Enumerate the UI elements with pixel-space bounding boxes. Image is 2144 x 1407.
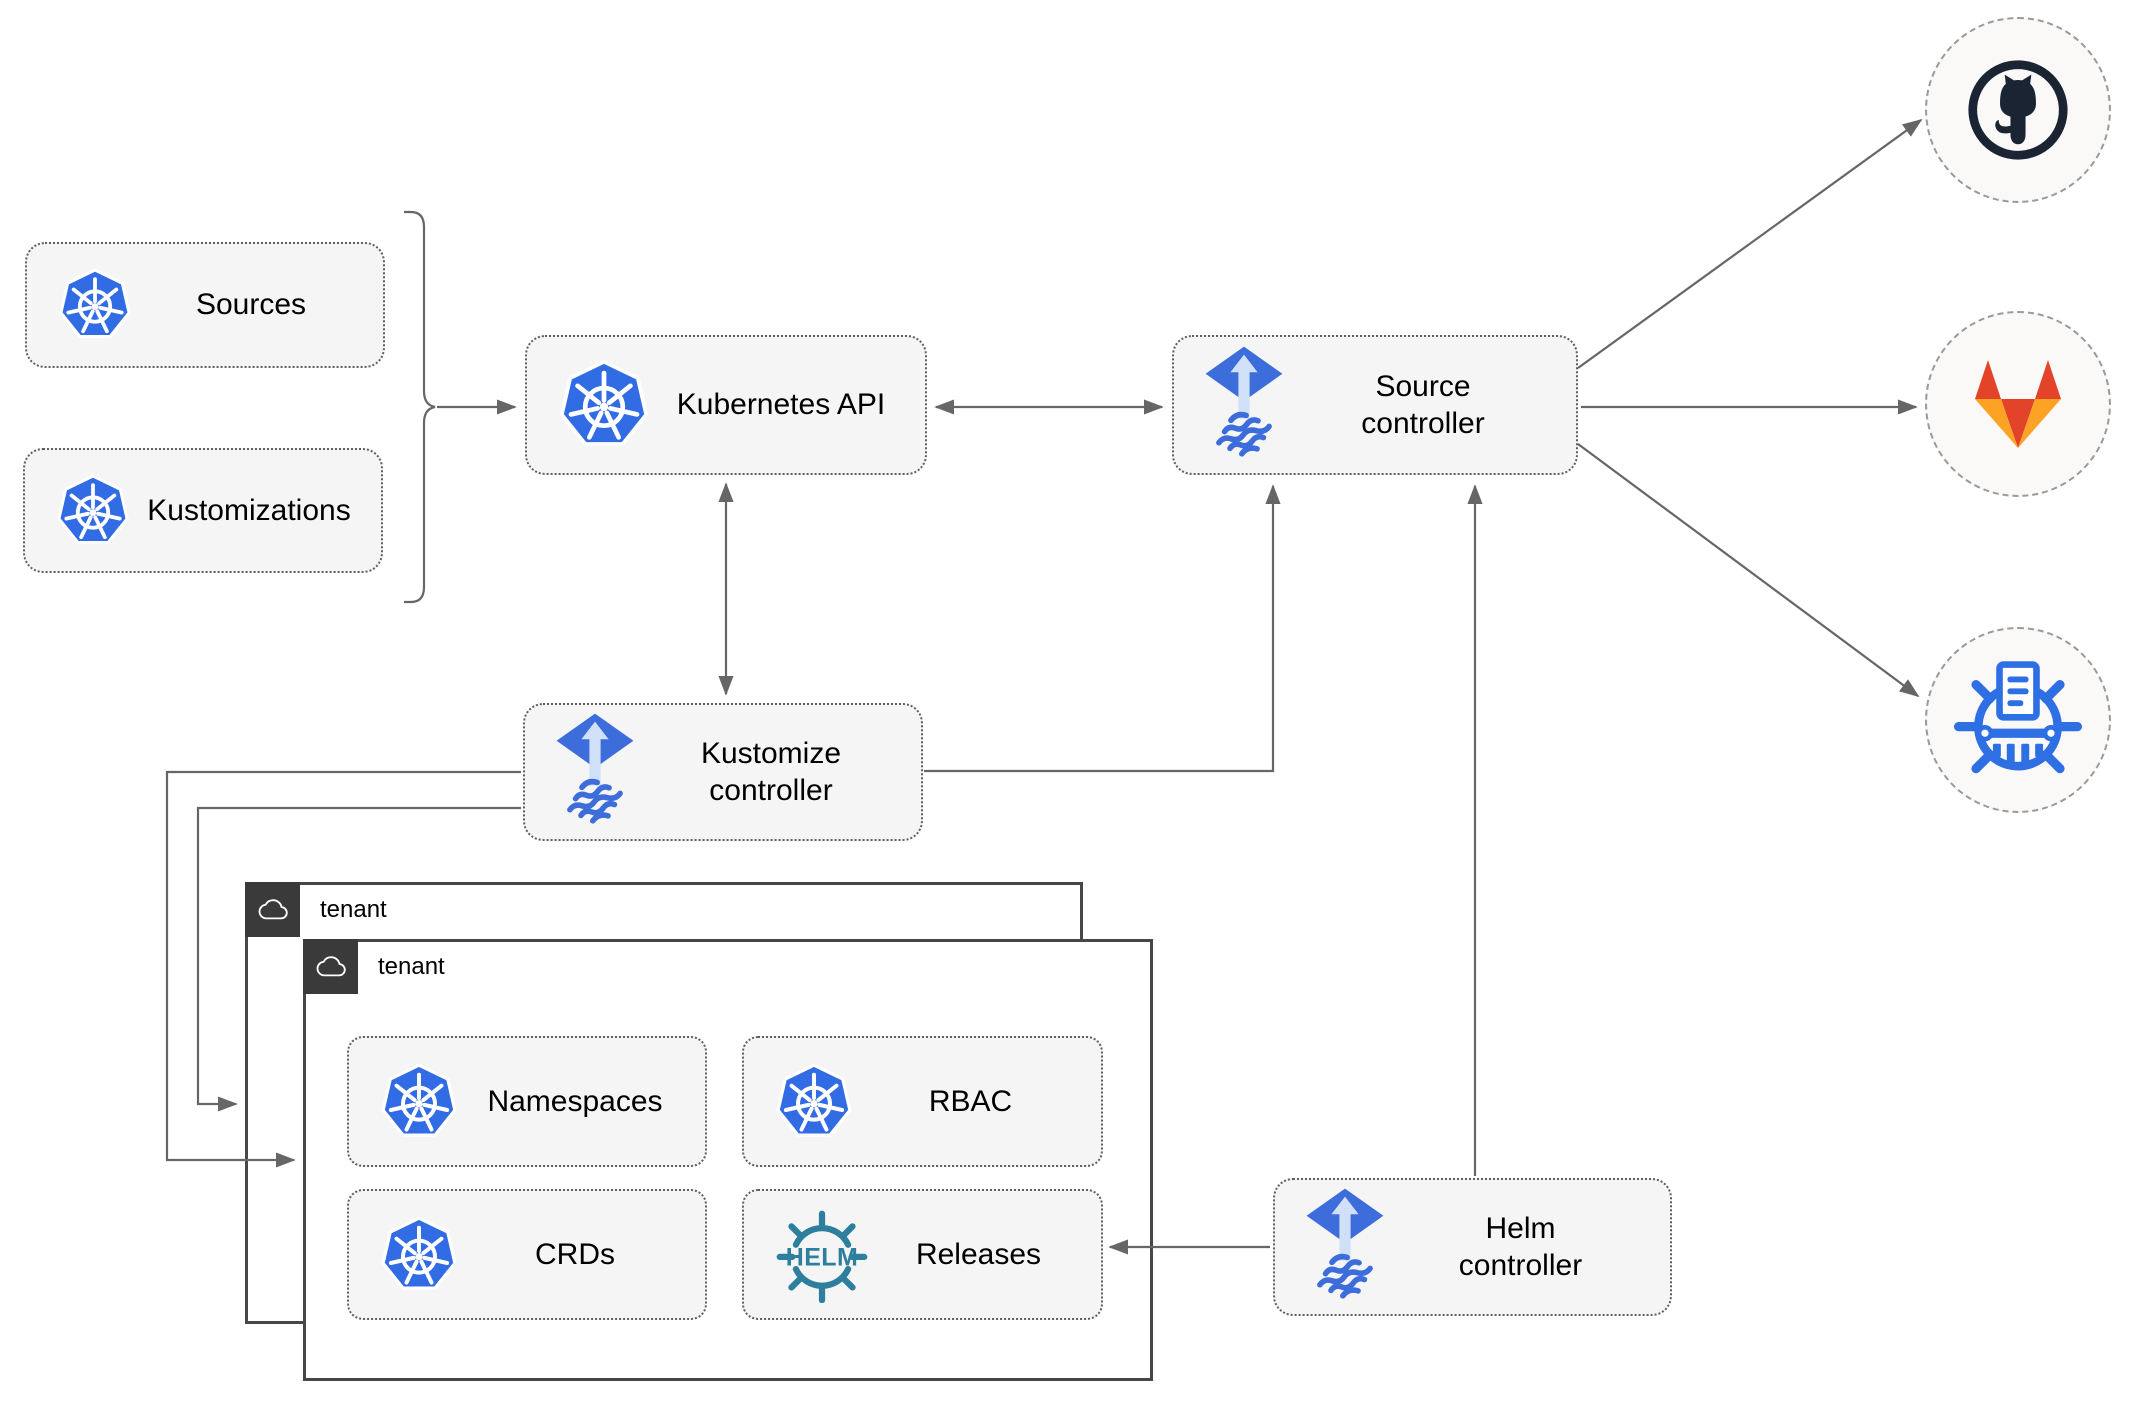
cloud-icon [313,952,349,982]
node-releases-label: Releases [915,1237,1042,1271]
edge-kustomize-controller-to-source-controller [924,484,1281,773]
kubernetes-icon [55,473,131,549]
github-icon [1968,60,2068,160]
flux-icon [555,712,635,832]
node-sources: Sources [25,242,385,368]
node-releases: HELM Releases [742,1189,1103,1320]
node-kustomizations-label: Kustomizations [147,493,351,527]
tenant-inner-label: tenant [378,952,445,980]
external-gitlab [1925,311,2111,497]
node-crds-label: CRDs [535,1237,615,1271]
node-crds: CRDs [347,1189,707,1320]
node-rbac: RBAC [742,1036,1103,1167]
flux-icon [1305,1187,1385,1307]
node-rbac-label: RBAC [928,1084,1013,1118]
chart-repository-icon [1953,661,2083,774]
edge-source-controller-to-github [1577,118,1923,369]
node-source-controller-label: Source controller [1361,369,1485,441]
node-sources-label: Sources [195,288,307,322]
helm-icon: HELM [776,1210,868,1303]
node-namespaces-label: Namespaces [487,1084,663,1118]
tenant-header [303,939,358,994]
node-kustomize-controller: Kustomize controller [523,703,923,841]
grouping-brace [404,210,436,604]
tenant-header [245,882,300,937]
kubernetes-icon [57,267,133,343]
kubernetes-icon [379,1215,459,1295]
kubernetes-icon [557,358,651,452]
helm-icon-text: HELM [786,1243,859,1271]
node-namespaces: Namespaces [347,1036,707,1167]
node-kubernetes-api: Kubernetes API [525,335,927,475]
gitlab-icon [1975,360,2061,448]
node-kubernetes-api-label: Kubernetes API [676,388,886,422]
cloud-icon [255,895,291,925]
kubernetes-icon [774,1062,854,1142]
node-helm-controller-label: Helm controller [1458,1211,1583,1283]
node-kustomizations: Kustomizations [23,448,383,573]
external-chart-repository [1925,627,2111,813]
tenant-box-inner: tenant Namespaces RBAC CRDs [303,939,1153,1381]
edge-source-controller-to-chart-repository [1577,443,1920,698]
node-helm-controller: Helm controller [1273,1178,1672,1316]
node-source-controller: Source controller [1172,335,1578,475]
flux-icon [1204,345,1284,465]
kubernetes-icon [379,1062,459,1142]
external-github [1925,17,2111,203]
tenant-outer-label: tenant [320,895,387,923]
node-kustomize-controller-label: Kustomize controller [700,736,842,808]
